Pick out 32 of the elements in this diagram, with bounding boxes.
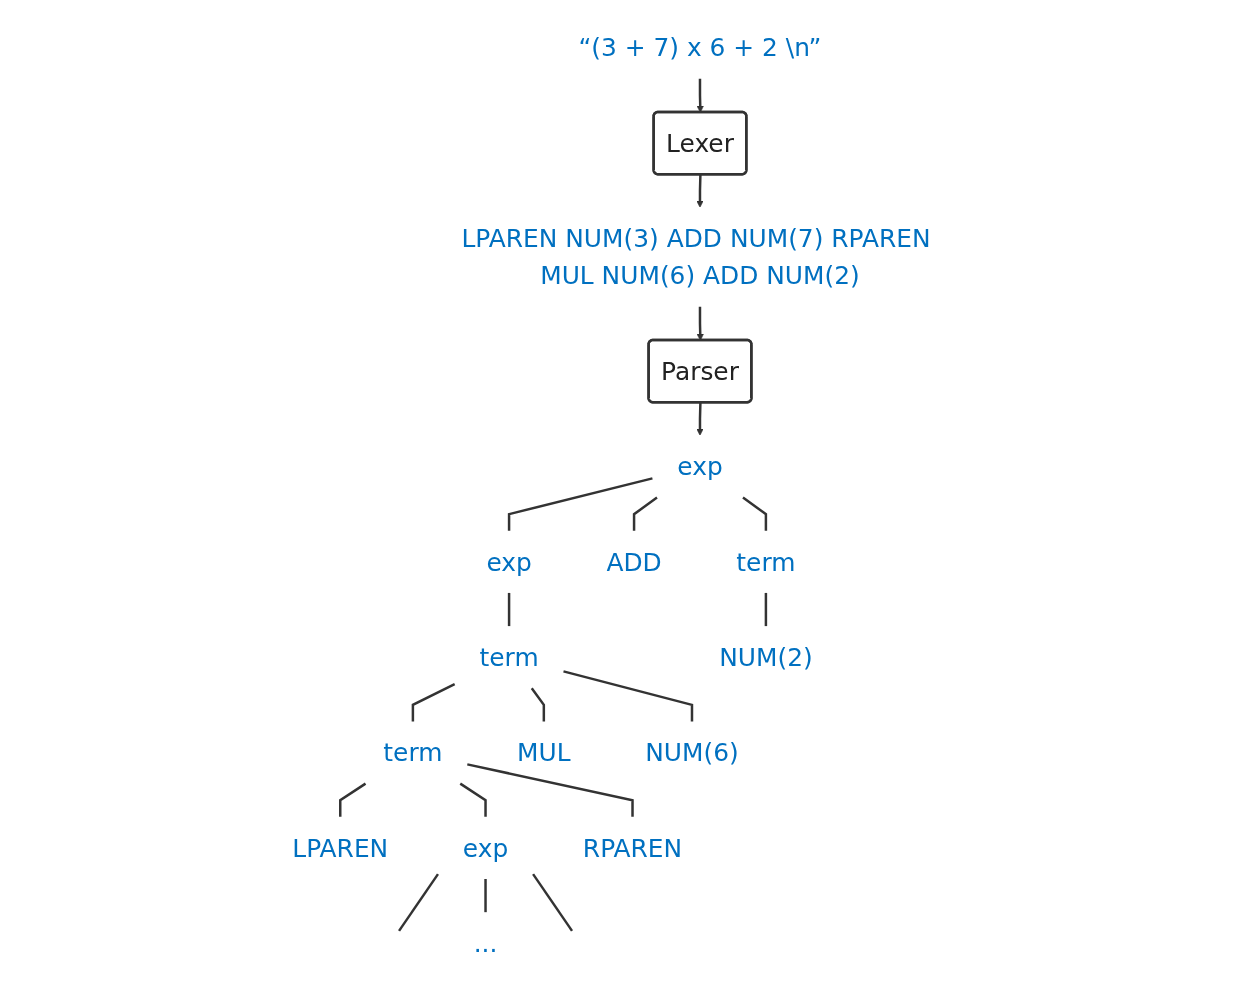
node-text: “(3 + 7) x 6 + 2 \n”	[578, 33, 822, 63]
node-text: LPAREN	[291, 833, 388, 863]
connector-line	[411, 683, 455, 722]
node-text: term	[383, 738, 443, 768]
node-text: term	[479, 642, 539, 672]
node-text: NUM(6)	[644, 738, 739, 768]
connector-line	[531, 873, 573, 932]
connector-line	[483, 879, 487, 913]
node-text: LPAREN NUM(3) ADD NUM(7) RPAREN MUL NUM(6) ADD NUM(2)	[461, 223, 931, 291]
node-text: MUL	[516, 738, 571, 768]
arrow	[696, 306, 704, 341]
node-text: ...	[473, 928, 498, 958]
connector-line	[562, 670, 693, 722]
connector-line	[459, 782, 487, 817]
arrow	[696, 174, 704, 208]
connector-line	[764, 592, 767, 627]
connector-line	[507, 477, 653, 531]
connector-line	[741, 496, 767, 531]
arrow	[696, 402, 704, 436]
node-text: exp	[676, 451, 723, 481]
node-text: exp	[486, 547, 532, 577]
node-text: ADD	[606, 547, 662, 577]
node-text: NUM(2)	[718, 642, 813, 672]
connector-line	[466, 763, 634, 817]
connector-line	[632, 496, 658, 531]
connector-line	[338, 782, 366, 817]
node-text: exp	[462, 833, 508, 863]
connector-line	[530, 687, 545, 722]
node-text: term	[736, 547, 796, 577]
connector-line	[507, 592, 510, 627]
connector-line	[397, 873, 439, 932]
node-text: RPAREN	[582, 833, 682, 863]
